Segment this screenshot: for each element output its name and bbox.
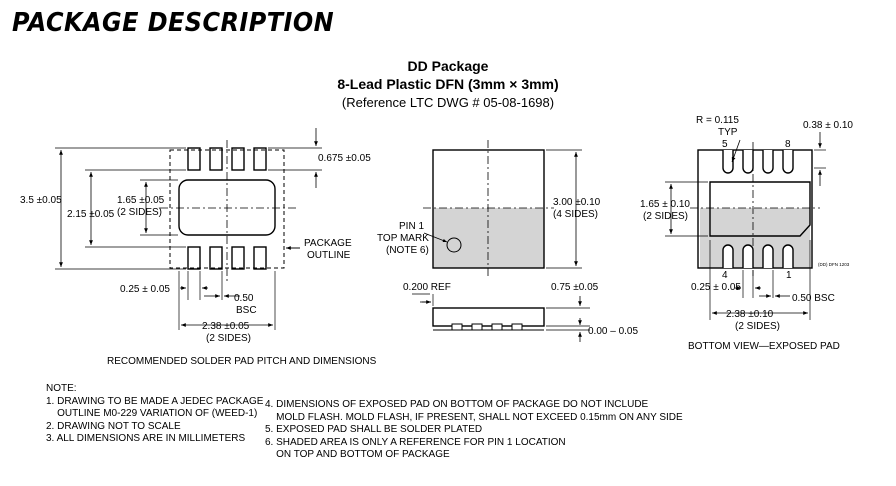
dim-0200: 0.200 REF bbox=[403, 282, 451, 293]
dim-35: 3.5 ±0.05 bbox=[20, 195, 62, 206]
bottom-bottom-leads bbox=[722, 244, 794, 268]
dim-025b: 0.25 ± 0.05 bbox=[691, 282, 741, 293]
dim-238: 2.38 ±0.05 bbox=[202, 321, 250, 332]
dim-165: 1.65 ±0.05 bbox=[117, 195, 165, 206]
package-body-top bbox=[432, 149, 545, 269]
top-pads bbox=[187, 147, 267, 171]
pin1-label: 1 bbox=[786, 270, 792, 281]
dim-165b-note: (2 SIDES) bbox=[643, 211, 688, 222]
dim-238-note: (2 SIDES) bbox=[206, 333, 251, 344]
dim-165-note: (2 SIDES) bbox=[117, 207, 162, 218]
bottom-view bbox=[665, 132, 826, 320]
dim-050: 0.50 bbox=[234, 293, 254, 304]
pin1-label-3: (NOTE 6) bbox=[386, 245, 429, 256]
bottom-view-labels: R = 0.115 TYP 0.38 ± 0.10 5 8 4 1 1.65 ±… bbox=[640, 115, 853, 352]
side-view-labels: 0.200 REF 0.75 ±0.05 0.00 – 0.05 bbox=[403, 282, 638, 337]
package-description: 8-Lead Plastic DFN (3mm × 3mm) bbox=[337, 76, 559, 92]
radius-label-2: TYP bbox=[718, 127, 738, 138]
package-outline-label-1: PACKAGE bbox=[304, 238, 352, 249]
radius-label-1: R = 0.115 bbox=[696, 115, 739, 126]
dim-075: 0.75 ±0.05 bbox=[551, 282, 599, 293]
solder-pad-view bbox=[55, 128, 322, 330]
dim-0675: 0.675 ±0.05 bbox=[318, 153, 371, 164]
package-body-side bbox=[432, 307, 545, 327]
exposed-pad-land bbox=[178, 179, 276, 236]
exposed-pad bbox=[709, 181, 811, 237]
dim-238b: 2.38 ±0.10 bbox=[726, 309, 774, 320]
notes-right: 4. DIMENSIONS OF EXPOSED PAD ON BOTTOM O… bbox=[265, 399, 683, 460]
package-outline-label-2: OUTLINE bbox=[307, 250, 351, 261]
bottom-pads bbox=[187, 246, 267, 270]
dim-300-note: (4 SIDES) bbox=[553, 209, 598, 220]
side-view bbox=[412, 293, 590, 342]
pin4-label: 4 bbox=[722, 270, 728, 281]
solder-pad-caption: RECOMMENDED SOLDER PAD PITCH AND DIMENSI… bbox=[107, 356, 377, 367]
drawing-reference: (Reference LTC DWG # 05-08-1698) bbox=[341, 95, 555, 110]
dim-238b-note: (2 SIDES) bbox=[735, 321, 780, 332]
package-name: DD Package bbox=[407, 58, 489, 74]
side-leads bbox=[451, 323, 523, 331]
dim-300: 3.00 ±0.10 bbox=[553, 197, 601, 208]
dim-050b: 0.50 BSC bbox=[792, 293, 835, 304]
dim-000: 0.00 – 0.05 bbox=[588, 326, 638, 337]
pin1-label-1: PIN 1 bbox=[399, 221, 424, 232]
pin1-label-2: TOP MARK bbox=[377, 233, 429, 244]
dwg-code: (DD) DFN 1203 bbox=[818, 262, 850, 267]
bottom-view-caption: BOTTOM VIEW—EXPOSED PAD bbox=[688, 341, 840, 352]
top-view bbox=[423, 140, 582, 278]
page-title: PACKAGE DESCRIPTION bbox=[12, 8, 335, 38]
bottom-top-leads bbox=[722, 150, 794, 174]
pin8-label: 8 bbox=[785, 139, 791, 150]
dim-215: 2.15 ±0.05 bbox=[67, 209, 115, 220]
package-body-bottom bbox=[697, 149, 813, 269]
dim-165b: 1.65 ± 0.10 bbox=[640, 199, 690, 210]
dim-025: 0.25 ± 0.05 bbox=[120, 284, 170, 295]
pin5-label: 5 bbox=[722, 139, 728, 150]
solder-pad-labels: 0.675 ±0.05 3.5 ±0.05 2.15 ±0.05 1.65 ±0… bbox=[20, 153, 377, 367]
dim-050-note: BSC bbox=[236, 305, 257, 316]
pin1-top-mark bbox=[446, 237, 462, 253]
notes-left: NOTE: 1. DRAWING TO BE MADE A JEDEC PACK… bbox=[46, 383, 264, 444]
top-view-labels: 3.00 ±0.10 (4 SIDES) PIN 1 TOP MARK (NOT… bbox=[377, 197, 601, 256]
pin1-shaded-area bbox=[433, 208, 544, 268]
dim-038: 0.38 ± 0.10 bbox=[803, 120, 853, 131]
